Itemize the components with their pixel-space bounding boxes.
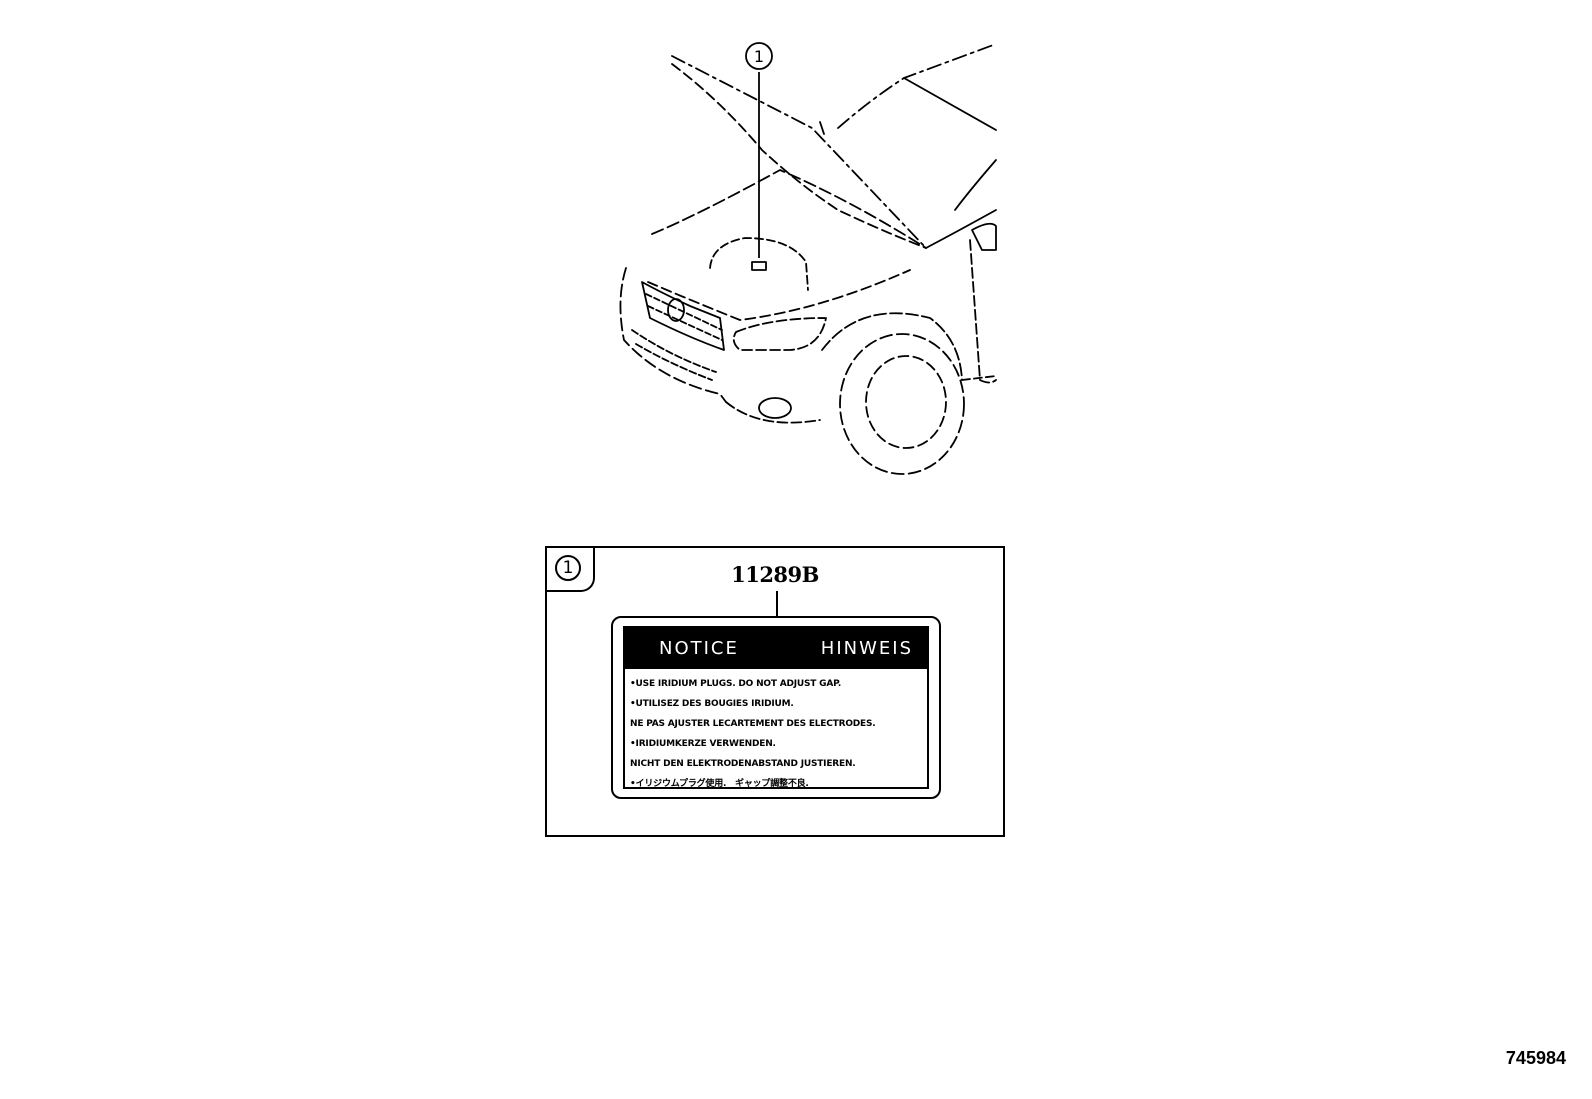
headlight [732, 317, 827, 351]
vehicle-callout-circle [745, 42, 773, 70]
label-line: NICHT DEN ELEKTRODENABSTAND JUSTIEREN. [630, 759, 856, 769]
label-header: NOTICE HINWEIS [625, 628, 927, 669]
hood-front [647, 269, 911, 321]
body-lower [961, 375, 997, 381]
notice-label: NOTICE HINWEIS •USE IRIDIUM PLUGS. DO NO… [623, 626, 929, 789]
roof-line [903, 77, 997, 131]
a-pillar [954, 159, 997, 211]
part-leader-line [776, 591, 778, 617]
fender-arch [821, 312, 963, 381]
vehicle-illustration: 1 [619, 42, 997, 475]
grille-bars [645, 293, 723, 341]
bumper [619, 267, 727, 403]
label-marker [751, 261, 767, 271]
tire [839, 333, 965, 475]
mirror [971, 222, 997, 251]
hood-scoop [709, 237, 809, 291]
lower-grille [631, 329, 717, 381]
label-line: •UTILISEZ DES BOUGIES IRIDIUM. [630, 699, 794, 709]
wheel-rim [865, 355, 947, 449]
reference-number: 745984 [1505, 1048, 1566, 1068]
label-header-hinweis: HINWEIS [820, 638, 913, 659]
detail-callout-tab: 1 [545, 546, 595, 592]
fog-light [758, 397, 792, 419]
grille [641, 281, 725, 351]
detail-box: 1 11289B NOTICE HINWEIS •USE IRIDIUM PLU… [545, 546, 1005, 837]
label-text: •USE IRIDIUM PLUGS. DO NOT ADJUST GAP. •… [625, 669, 927, 794]
label-line: •USE IRIDIUM PLUGS. DO NOT ADJUST GAP. [630, 679, 842, 689]
door-line [969, 239, 997, 384]
hood-panel-edge [671, 63, 927, 249]
vehicle-callout-number: 1 [754, 47, 764, 66]
detail-callout-number: 1 [555, 555, 581, 581]
body-side [925, 209, 997, 249]
label-header-notice: NOTICE [659, 638, 739, 659]
label-line: •IRIDIUMKERZE VERWENDEN. [630, 739, 776, 749]
label-line: NE PAS AJUSTER LECARTEMENT DES ELECTRODE… [630, 719, 876, 729]
hood-top [651, 169, 927, 249]
windshield [837, 43, 997, 129]
label-outline: NOTICE HINWEIS •USE IRIDIUM PLUGS. DO NO… [611, 616, 941, 799]
hood-panel [671, 55, 927, 249]
emblem [667, 298, 685, 322]
part-number: 11289B [731, 562, 819, 587]
label-line: •イリジウムプラグ使用. ギャップ調整不良. [630, 779, 809, 789]
bumper-corner [725, 401, 821, 424]
hood-support [819, 121, 825, 135]
